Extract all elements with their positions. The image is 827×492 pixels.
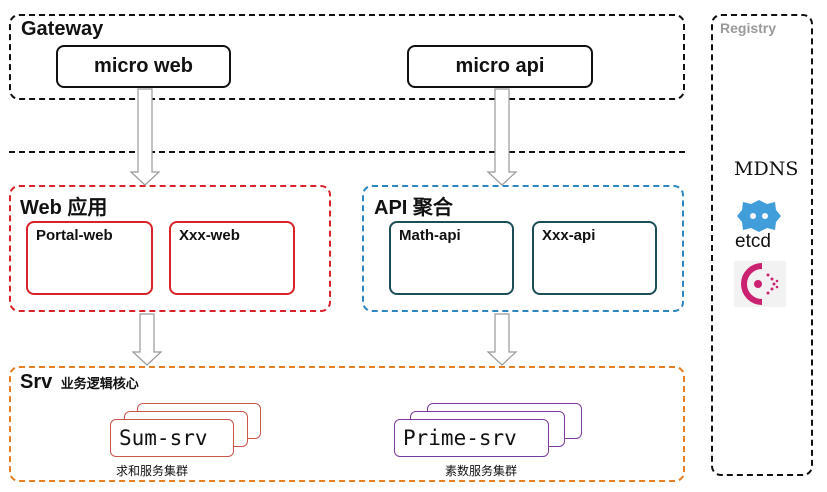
srv-region <box>9 366 685 482</box>
xxx-web-label: Xxx-web <box>179 227 240 244</box>
portal-web-box[interactable]: Portal-web <box>26 221 153 295</box>
gateway-title: Gateway <box>21 18 104 40</box>
web-region <box>9 185 331 312</box>
arrow-microweb-to-web <box>129 88 161 186</box>
micro-web-box[interactable]: micro web <box>56 45 231 88</box>
etcd-wordmark: etcd <box>735 231 771 252</box>
registry-region <box>711 14 813 476</box>
registry-title: Registry <box>720 20 777 36</box>
math-api-label: Math-api <box>399 227 461 244</box>
xxx-api-label: Xxx-api <box>542 227 596 244</box>
prime-srv-card[interactable]: Prime-srv <box>394 419 549 457</box>
srv-title: Srv 业务逻辑核心 <box>20 371 139 394</box>
etcd-icon-svg <box>737 200 781 232</box>
micro-api-box[interactable]: micro api <box>407 45 593 88</box>
arrow-microapi-to-api <box>486 88 518 186</box>
math-api-box[interactable]: Math-api <box>389 221 514 295</box>
arrow-api-to-srv <box>486 313 518 366</box>
srv-subtitle: 业务逻辑核心 <box>60 376 139 391</box>
srv-title-main: Srv <box>20 371 53 393</box>
prime-srv-caption: 素数服务集群 <box>445 464 518 478</box>
xxx-web-box[interactable]: Xxx-web <box>169 221 295 295</box>
gateway-region <box>9 14 685 100</box>
sum-srv-card[interactable]: Sum-srv <box>110 419 234 457</box>
layer-separator <box>9 151 685 153</box>
api-region <box>362 185 684 312</box>
consul-icon <box>734 261 786 307</box>
portal-web-label: Portal-web <box>36 227 113 244</box>
xxx-api-box[interactable]: Xxx-api <box>532 221 657 295</box>
sum-srv-caption: 求和服务集群 <box>116 464 189 478</box>
mdns-label: MDNS <box>734 158 799 180</box>
etcd-icon: etcd <box>735 198 783 254</box>
api-title: API 聚合 <box>374 197 453 219</box>
consul-icon-svg <box>741 263 779 305</box>
web-title: Web 应用 <box>20 197 108 219</box>
arrow-web-to-srv <box>131 313 163 366</box>
